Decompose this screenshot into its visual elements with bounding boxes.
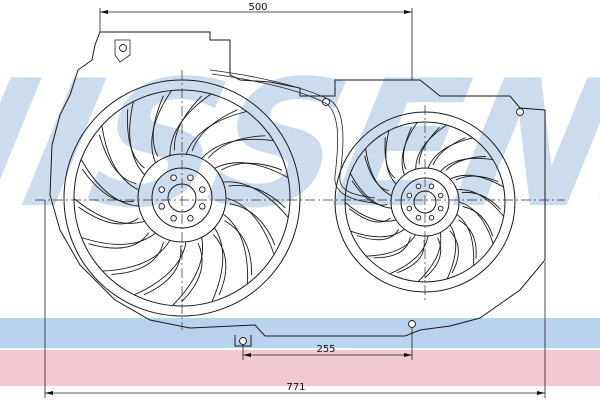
hub-bolt-hole [415,183,422,190]
fan-blade-edge [88,232,150,249]
fan-blade [134,241,187,296]
fan-blade-edge [78,206,139,225]
fan-blade [389,235,429,275]
fan-blade [185,111,247,155]
dimension-middle: 255 [242,328,413,360]
fan-blade-edge [229,203,276,246]
hub-bolt-hole [199,203,206,210]
blue-stripe [0,318,600,348]
dimension-bottom-label: 771 [286,382,305,393]
dimension-top-label: 500 [248,2,267,13]
wire-harness-2 [211,73,375,204]
hub-bolt-hole [415,214,422,221]
fan-blade [366,234,417,257]
fan-blade-edge [402,127,412,170]
hub-bolt-hole [170,174,177,181]
shroud-detail [114,39,131,63]
fan-blade [172,237,203,306]
hub-bolt-hole [437,192,444,199]
fan-blade-edge [449,230,459,274]
fan-blade-edge [143,245,182,296]
fan-blade-edge [384,137,396,179]
fan-blade [101,125,139,191]
fan-blade-edge [224,220,253,276]
hub-bolt-hole [199,186,206,193]
fan-blade [401,122,418,176]
fan-blade [222,181,289,218]
fan-blade [81,232,156,245]
hub-bolt-hole [428,183,435,190]
fan-blade-edge [445,156,486,171]
hub-bolt-hole [406,205,413,212]
hub-bolt-hole [406,192,413,199]
hub-bolt-hole [187,174,194,181]
fan-blade-edge [181,243,203,303]
fan-blade-edge [462,206,494,237]
hub-bolt-hole [187,215,194,222]
fan-blade-edge [356,229,399,241]
hub-bolt-hole [158,203,165,210]
hub-bolt-hole [437,205,444,212]
fan-blade [439,157,493,172]
mount-hole-tab-left [239,337,247,345]
fan-blade [73,198,145,224]
mount-hole-right [516,108,524,116]
fan-blade-edge [432,137,466,166]
fan-blade [211,227,224,302]
hub-bolt-hole [158,186,165,193]
fan-blade [350,228,405,238]
fan-blade [225,197,275,255]
fan-blade-edge [349,208,391,223]
hub-bolt-hole [170,215,177,222]
mount-hole-tab-right [408,320,416,328]
dimension-bottom: 771 [44,200,546,398]
fan-blade-edge [81,168,135,203]
fan-blade [417,232,442,283]
fan-blade [129,101,145,176]
fan-blade-edge [461,191,501,210]
fan-blade-edge [397,239,425,274]
fan-blade [80,159,139,207]
fan-blade-edge [212,234,227,296]
fan-blade-edge [191,109,238,152]
fan-blade-edge [424,237,442,279]
dimension-middle-label: 255 [316,344,335,355]
fan-blade-edge [418,127,440,165]
pink-stripe [0,350,600,386]
fan-blade-edge [126,109,145,169]
fan-blade [102,240,171,272]
fan-blade-edge [351,180,388,206]
shroud-outline [49,31,546,337]
hub-bolt-hole [428,214,435,221]
fan-blade-edge [455,175,499,183]
fan-blade [446,224,457,279]
fan-blade [222,213,249,284]
fan-blade-edge [228,185,286,209]
fan-blade [456,213,475,266]
fan-blade [427,137,474,169]
fan-blade [349,173,392,209]
fan-blade [344,202,397,222]
fan-blade-edge [458,219,477,259]
wire-harness [209,69,376,199]
fan-blade-edge [373,236,411,259]
dimension-top: 500 [99,2,413,80]
fan-blade-edge [111,242,164,275]
fan-blade [458,201,494,244]
fan-blade [415,124,447,170]
mount-hole-top [119,44,127,52]
fan-blade-edge [208,135,266,159]
fan-blade-edge [98,134,137,185]
fan-blade-edge [173,95,203,151]
fan-blade-edge [220,162,283,171]
watermark-logo: NISSENS [0,43,600,247]
fan-blade [365,148,392,197]
fan-blade-edge [152,95,164,157]
fan-blade-edge [364,155,389,192]
